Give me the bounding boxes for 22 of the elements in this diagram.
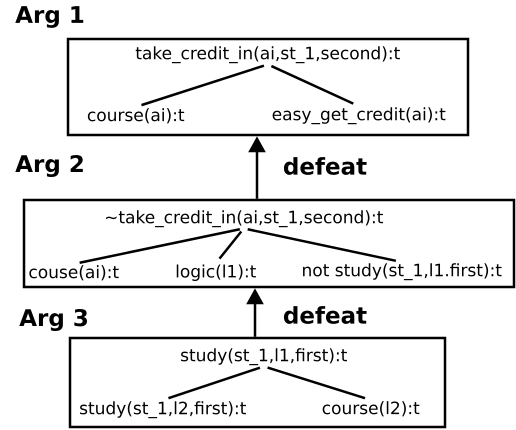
claim-text: study(st_1,l2,first):t xyxy=(80,401,246,418)
claim-text: course(ai):t xyxy=(88,108,184,124)
tree-line xyxy=(141,64,264,106)
tree-line xyxy=(79,228,240,264)
claim-text: course(l2):t xyxy=(322,401,420,416)
claim-text: easy_get_credit(ai):t xyxy=(272,107,446,124)
node-label: Arg 1 xyxy=(15,6,84,28)
claim-text: not study(st_1,l1.first):t xyxy=(303,263,502,280)
node-label: Arg 2 xyxy=(15,154,83,178)
claim-text: couse(ai):t xyxy=(29,265,119,280)
edge-label: defeat xyxy=(284,306,367,324)
tree-line xyxy=(270,64,354,105)
tree-line xyxy=(267,366,366,400)
claim-text: take_credit_in(ai,st_1,second):t xyxy=(136,46,400,64)
tree-line xyxy=(168,366,260,400)
edge-label: defeat xyxy=(284,157,367,175)
claim-text: study(st_1,l1,first):t xyxy=(181,348,347,366)
claim-text: logic(l1):t xyxy=(176,264,256,281)
claim-text: ~take_credit_in(ai,st_1,second):t xyxy=(106,210,383,228)
tree-line xyxy=(247,228,396,262)
node-label: Arg 3 xyxy=(19,308,87,332)
tree-line xyxy=(218,230,242,260)
